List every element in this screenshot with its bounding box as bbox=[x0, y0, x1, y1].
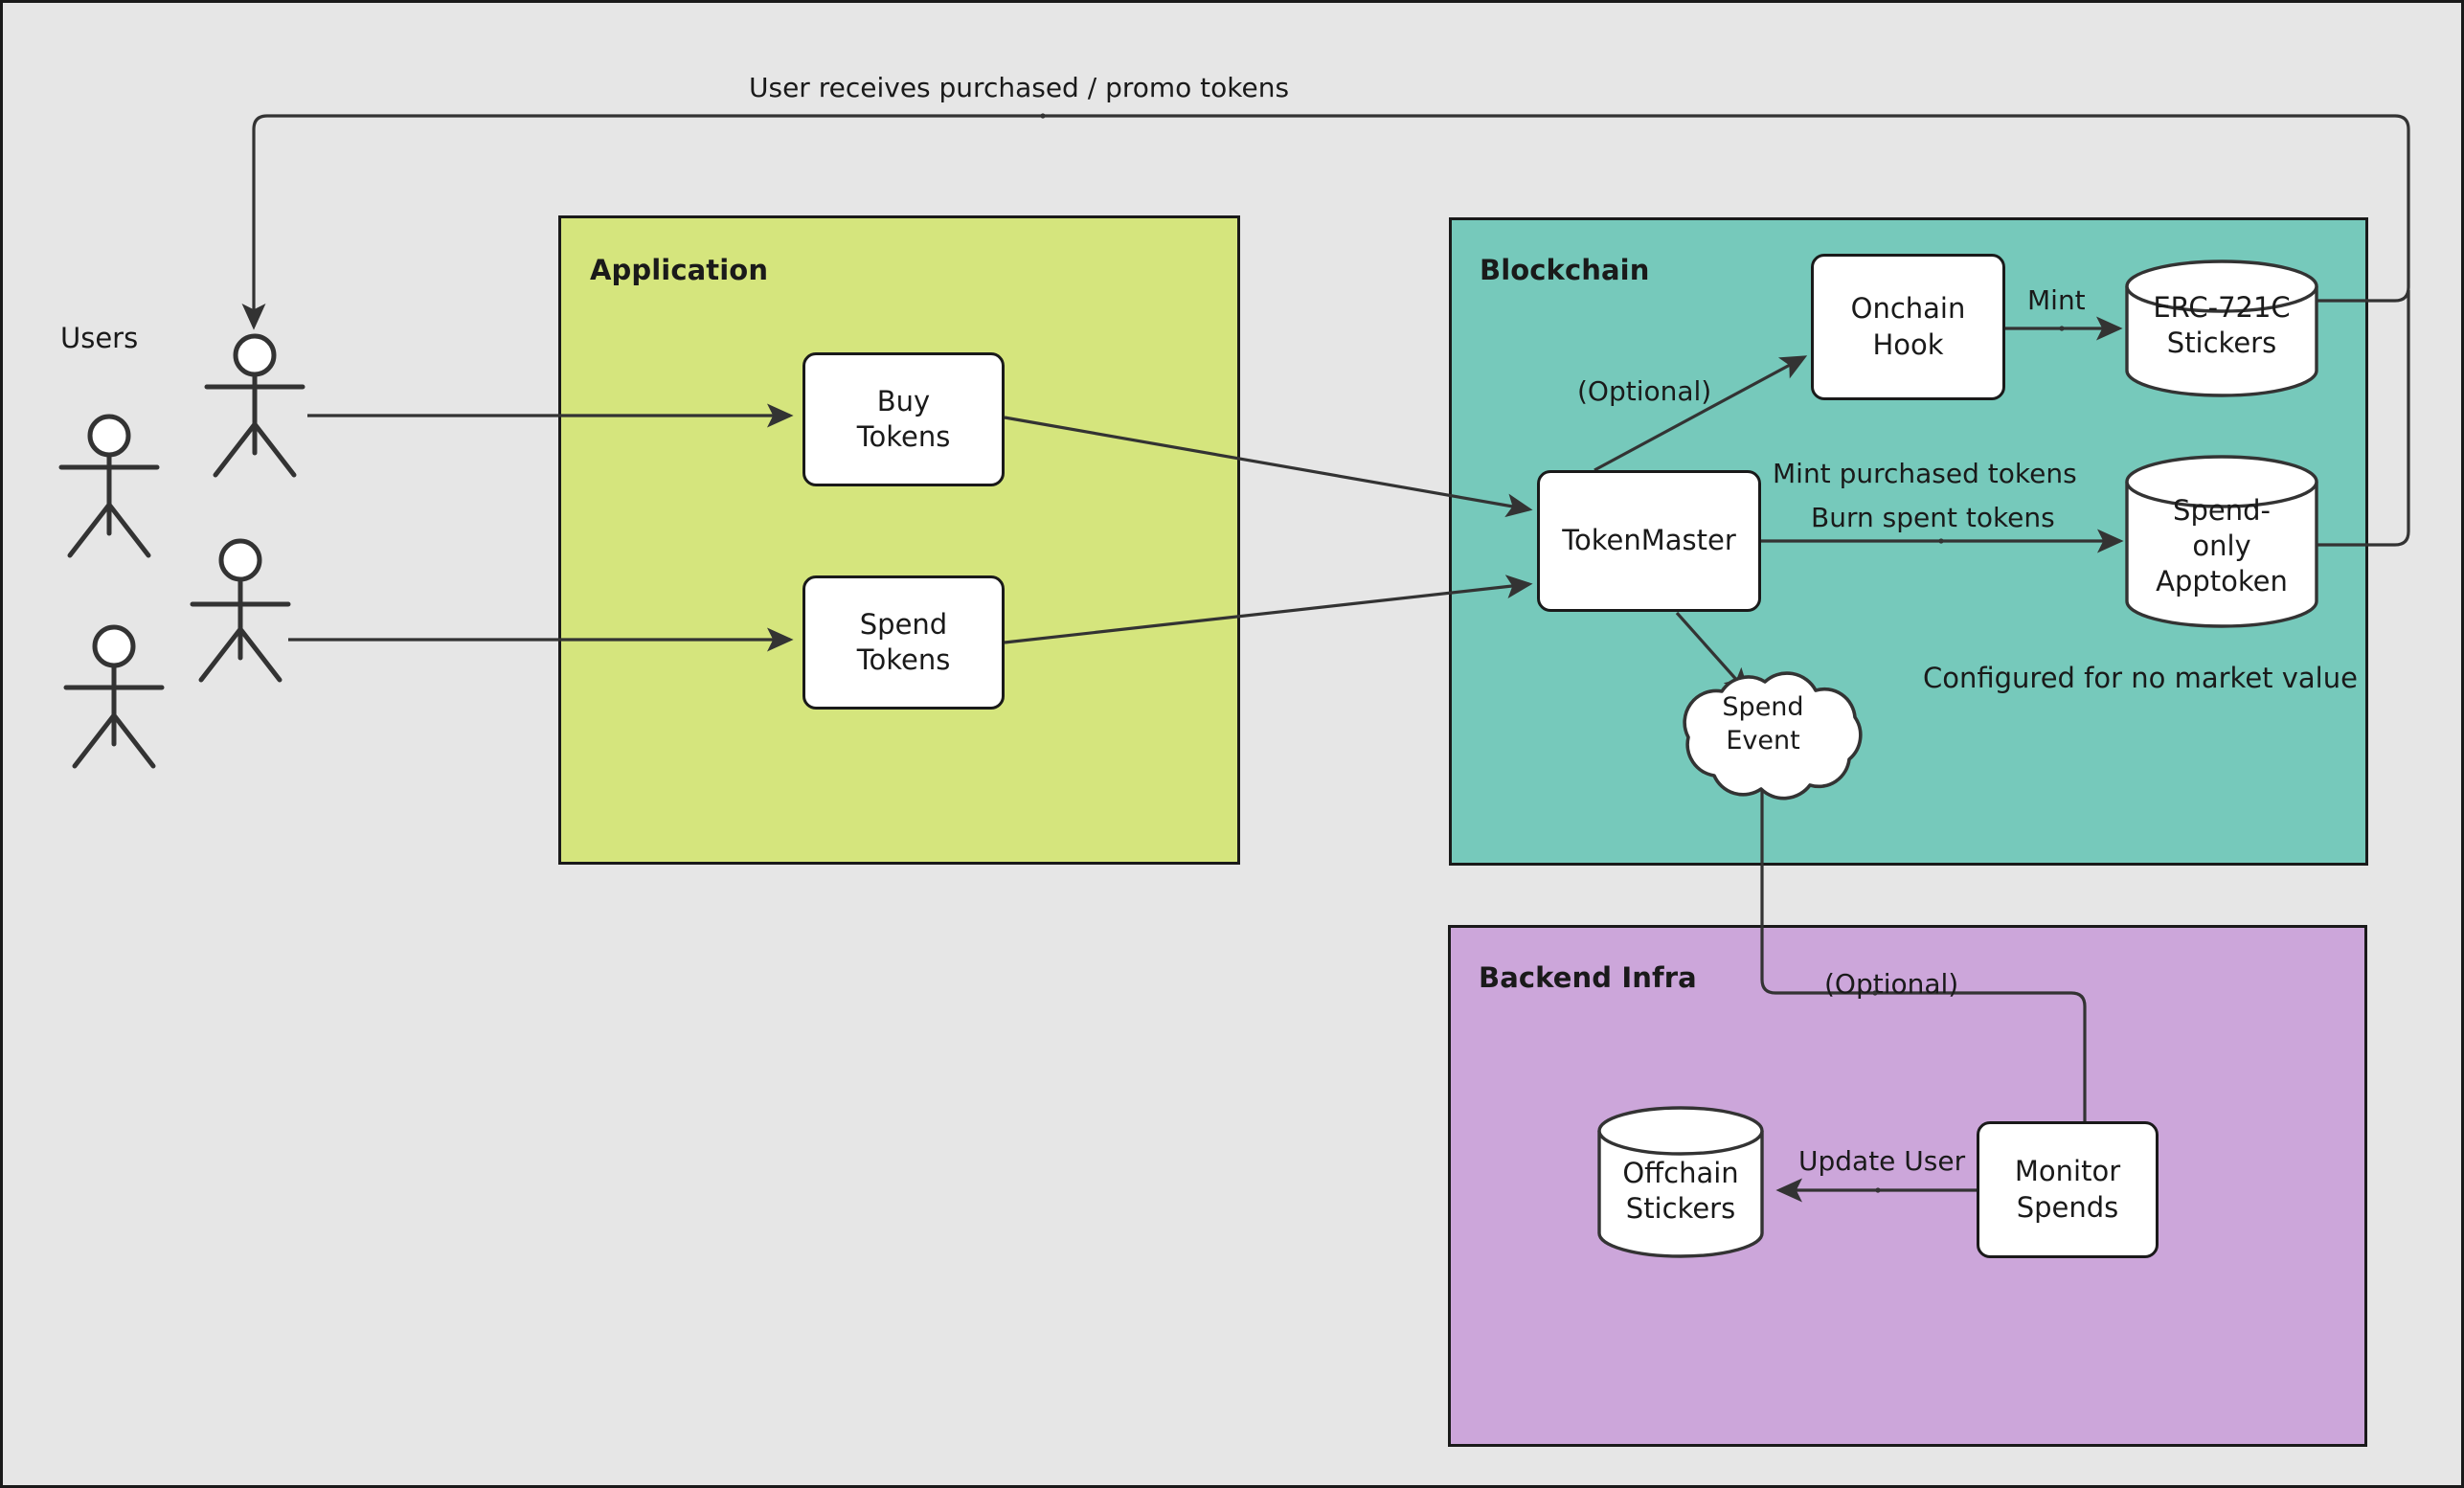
edge-label-update-user: Update User bbox=[1798, 1145, 1966, 1177]
edge-label-optional-blockchain: (Optional) bbox=[1577, 375, 1712, 407]
group-application-title: Application bbox=[590, 254, 769, 286]
edge-label-burn-spent: Burn spent tokens bbox=[1811, 502, 2055, 533]
node-spend-tokens[interactable]: Spend Tokens bbox=[802, 575, 1005, 710]
users-label: Users bbox=[60, 322, 139, 354]
node-buy-tokens[interactable]: Buy Tokens bbox=[802, 352, 1005, 486]
edge-label-mint-purchased: Mint purchased tokens bbox=[1773, 458, 2077, 489]
group-backend-infra-title: Backend Infra bbox=[1479, 961, 1697, 994]
note-no-market-value: Configured for no market value bbox=[1923, 662, 2358, 694]
group-application bbox=[558, 215, 1240, 865]
edge-label-mint: Mint bbox=[2027, 284, 2086, 316]
group-backend-infra bbox=[1448, 925, 2367, 1447]
node-token-master[interactable]: TokenMaster bbox=[1537, 470, 1761, 612]
edge-label-top-flow: User receives purchased / promo tokens bbox=[749, 72, 1290, 103]
node-onchain-hook[interactable]: Onchain Hook bbox=[1811, 254, 2005, 400]
group-blockchain-title: Blockchain bbox=[1480, 254, 1650, 286]
edge-label-optional-backend: (Optional) bbox=[1824, 968, 1959, 1000]
node-monitor-spends[interactable]: Monitor Spends bbox=[1977, 1121, 2159, 1258]
